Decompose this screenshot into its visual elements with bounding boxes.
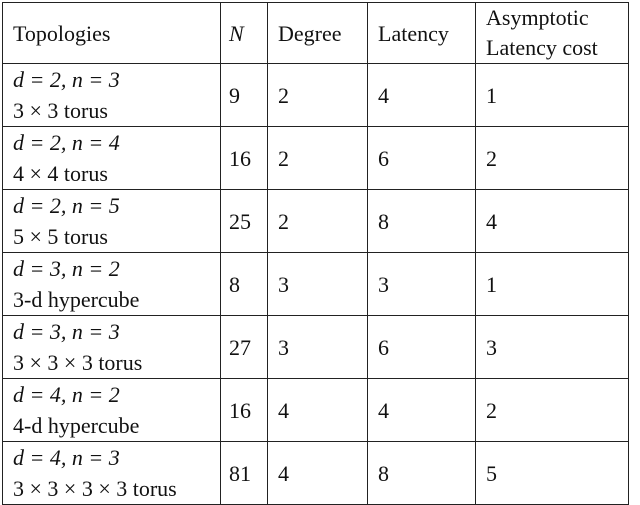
topology-text: 4 × 4 torus — [13, 161, 108, 186]
n-cell: 16 — [220, 378, 268, 442]
n-cell: 8 — [220, 252, 268, 316]
topology-text: 4-d hypercube — [13, 413, 140, 438]
degree-cell: 4 — [267, 441, 368, 505]
n-cell: 16 — [220, 126, 268, 190]
n-cell: 25 — [220, 189, 268, 253]
header-latency: Latency — [367, 2, 476, 64]
table-header: Topologies N Degree Latency Asymptotic L… — [2, 2, 629, 64]
cost-cell: 1 — [475, 252, 629, 316]
latency-cell: 4 — [367, 63, 476, 127]
cost-cell: 4 — [475, 189, 629, 253]
topology-text: 3-d hypercube — [13, 287, 140, 312]
topology-cell: d = 4, n = 3 3 × 3 × 3 × 3 torus — [2, 441, 221, 505]
table-row: d = 2, n = 5 5 × 5 torus 25 2 8 4 — [2, 189, 629, 253]
latency-cell: 8 — [367, 441, 476, 505]
params-text: d = 4, n = 2 — [13, 382, 120, 407]
header-topologies: Topologies — [2, 2, 221, 64]
degree-cell: 2 — [267, 126, 368, 190]
cost-cell: 2 — [475, 378, 629, 442]
topology-cell: d = 2, n = 3 3 × 3 torus — [2, 63, 221, 127]
header-degree: Degree — [267, 2, 368, 64]
n-cell: 81 — [220, 441, 268, 505]
params-text: d = 2, n = 4 — [13, 130, 120, 155]
table-row: d = 2, n = 4 4 × 4 torus 16 2 6 2 — [2, 126, 629, 190]
params-text: d = 4, n = 3 — [13, 445, 120, 470]
table-row: d = 2, n = 3 3 × 3 torus 9 2 4 1 — [2, 63, 629, 127]
latency-cell: 8 — [367, 189, 476, 253]
topology-table: Topologies N Degree Latency Asymptotic L… — [2, 2, 629, 505]
topology-cell: d = 3, n = 2 3-d hypercube — [2, 252, 221, 316]
n-cell: 27 — [220, 315, 268, 379]
header-asymptotic-latency-cost: Asymptotic Latency cost — [475, 2, 629, 64]
cost-cell: 3 — [475, 315, 629, 379]
degree-cell: 2 — [267, 189, 368, 253]
degree-cell: 3 — [267, 252, 368, 316]
table-row: d = 3, n = 2 3-d hypercube 8 3 3 1 — [2, 252, 629, 316]
cost-cell: 5 — [475, 441, 629, 505]
header-row: Topologies N Degree Latency Asymptotic L… — [2, 2, 629, 64]
topology-text: 3 × 3 × 3 × 3 torus — [13, 476, 177, 501]
table-body: d = 2, n = 3 3 × 3 torus 9 2 4 1 d = 2, … — [2, 63, 629, 505]
cost-cell: 1 — [475, 63, 629, 127]
header-asymptotic-line1: Asymptotic — [486, 5, 589, 30]
latency-cell: 6 — [367, 126, 476, 190]
table-row: d = 4, n = 3 3 × 3 × 3 × 3 torus 81 4 8 … — [2, 441, 629, 505]
degree-cell: 4 — [267, 378, 368, 442]
degree-cell: 3 — [267, 315, 368, 379]
topology-cell: d = 3, n = 3 3 × 3 × 3 torus — [2, 315, 221, 379]
degree-cell: 2 — [267, 63, 368, 127]
params-text: d = 2, n = 3 — [13, 67, 120, 92]
topology-text: 3 × 3 × 3 torus — [13, 350, 143, 375]
latency-cell: 4 — [367, 378, 476, 442]
topology-cell: d = 2, n = 5 5 × 5 torus — [2, 189, 221, 253]
header-n: N — [220, 2, 268, 64]
cost-cell: 2 — [475, 126, 629, 190]
topology-text: 3 × 3 torus — [13, 98, 108, 123]
params-text: d = 2, n = 5 — [13, 193, 120, 218]
topology-text: 5 × 5 torus — [13, 224, 108, 249]
topology-cell: d = 4, n = 2 4-d hypercube — [2, 378, 221, 442]
params-text: d = 3, n = 3 — [13, 319, 120, 344]
latency-cell: 6 — [367, 315, 476, 379]
table-row: d = 3, n = 3 3 × 3 × 3 torus 27 3 6 3 — [2, 315, 629, 379]
latency-cell: 3 — [367, 252, 476, 316]
n-cell: 9 — [220, 63, 268, 127]
table-row: d = 4, n = 2 4-d hypercube 16 4 4 2 — [2, 378, 629, 442]
topology-cell: d = 2, n = 4 4 × 4 torus — [2, 126, 221, 190]
params-text: d = 3, n = 2 — [13, 256, 120, 281]
header-asymptotic-line2: Latency cost — [486, 35, 598, 60]
